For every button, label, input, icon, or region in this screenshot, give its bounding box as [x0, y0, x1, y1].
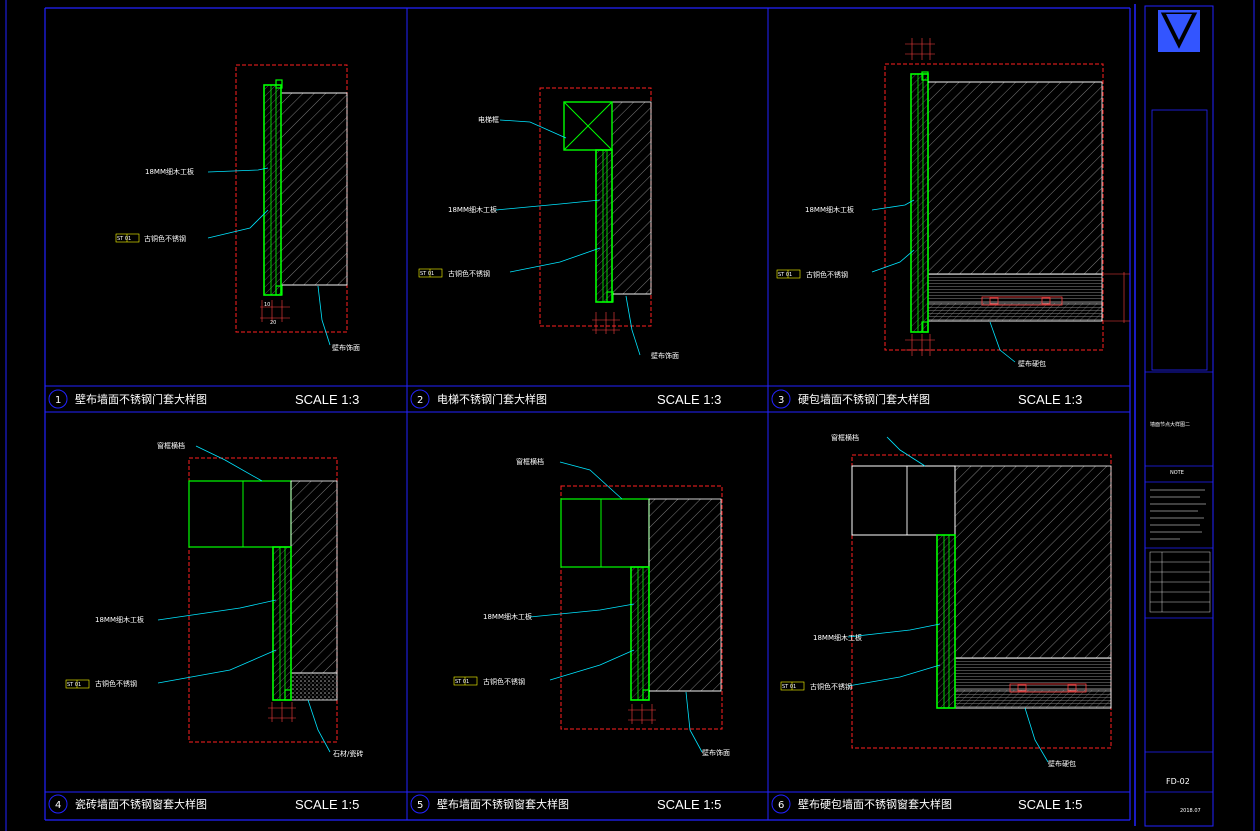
detail-scale: SCALE 1:3 [657, 392, 721, 407]
detail-number-circle [48, 389, 68, 409]
detail-number-circle [771, 389, 791, 409]
wood-board [936, 534, 956, 709]
detail-scale: SCALE 1:3 [295, 392, 359, 407]
wall-hatch [290, 480, 338, 674]
label-top: 窗框横档 [516, 457, 544, 466]
detail-scale: SCALE 1:3 [1018, 392, 1082, 407]
label-wall: 壁布硬包 [1018, 359, 1046, 368]
wall-hatch [611, 101, 652, 295]
detail-number-circle [410, 794, 430, 814]
steel-tag: ST 01 [117, 236, 131, 242]
detail-4: 窗框横档 18MM细木工板 ST 01 古铜色不锈钢 石材/瓷砖 [65, 441, 363, 758]
label-steel: 古铜色不锈钢 [144, 234, 186, 243]
detail-2: 电梯框 18MM细木工板 ST 01 古铜色不锈钢 壁布饰面 [418, 87, 679, 360]
label-wall: 壁布硬包 [1048, 759, 1076, 768]
label-wood: 18MM细木工板 [145, 167, 194, 176]
steel-tag: ST 01 [420, 271, 434, 277]
label-top: 窗框横档 [157, 441, 185, 450]
sheet-date: 2018.07 [1180, 808, 1201, 814]
section-outline [235, 64, 348, 333]
detail-number: 1 [55, 395, 61, 406]
drawing-number: FD-02 [1166, 777, 1190, 786]
window-frame [560, 498, 650, 568]
label-box: 电梯框 [478, 115, 499, 124]
panel-title-row: 5 壁布墙面不锈钢窗套大样图 SCALE 1:5 [410, 794, 721, 814]
detail-number-circle [771, 794, 791, 814]
window-frame [851, 465, 956, 536]
detail-number-circle [48, 794, 68, 814]
svg-text:10: 10 [264, 302, 270, 308]
panel-title-row: 4 瓷砖墙面不锈钢窗套大样图 SCALE 1:5 [48, 794, 359, 814]
label-top: 窗框横档 [831, 433, 859, 442]
detail-title: 硬包墙面不锈钢门套大样图 [798, 392, 930, 406]
detail-scale: SCALE 1:5 [295, 797, 359, 812]
steel-tag: ST 01 [778, 272, 792, 278]
label-wood: 18MM细木工板 [805, 205, 854, 214]
detail-3: 18MM细木工板 ST 01 古铜色不锈钢 壁布硬包 [776, 38, 1130, 368]
title-block: 墙面节点大样图二 NOTE FD-02 2018.07 [1144, 5, 1214, 827]
wall-hatch [927, 81, 1103, 275]
detail-number: 3 [778, 395, 784, 406]
steel-tag: ST 01 [782, 684, 796, 690]
detail-6: 窗框横档 18MM细木工板 ST 01 古铜色不锈钢 壁布硬包 [780, 433, 1112, 768]
note-heading: NOTE [1170, 470, 1184, 476]
section-outline [884, 63, 1104, 351]
label-wood: 18MM细木工板 [483, 612, 532, 621]
detail-number: 5 [417, 800, 423, 811]
steel-tag: ST 01 [67, 682, 81, 688]
label-steel: 古铜色不锈钢 [806, 270, 848, 279]
steel-tag: ST 01 [455, 679, 469, 685]
label-steel: 古铜色不锈钢 [95, 679, 137, 688]
label-wall: 壁布饰面 [651, 351, 679, 360]
window-frame [188, 480, 292, 548]
sheet-frame [5, 0, 1255, 831]
label-wood: 18MM细木工板 [448, 205, 497, 214]
wall-hatch [280, 92, 348, 286]
detail-title: 瓷砖墙面不锈钢窗套大样图 [75, 797, 207, 811]
detail-title: 壁布硬包墙面不锈钢窗套大样图 [798, 797, 952, 811]
panel-title-row: 1 壁布墙面不锈钢门套大样图 SCALE 1:3 [48, 389, 359, 409]
detail-scale: SCALE 1:5 [657, 797, 721, 812]
detail-5: 窗框横档 18MM细木工板 ST 01 古铜色不锈钢 壁布饰面 [453, 457, 730, 757]
section-outline [560, 485, 723, 730]
elevator-box [563, 101, 613, 151]
detail-number: 4 [55, 800, 61, 811]
detail-number: 2 [417, 395, 423, 406]
wood-board [910, 73, 929, 333]
label-wall: 壁布饰面 [332, 343, 360, 352]
wood-board [595, 149, 613, 303]
label-wall: 壁布饰面 [702, 748, 730, 757]
detail-title: 壁布墙面不锈钢窗套大样图 [437, 797, 569, 811]
wood-board [272, 546, 292, 701]
label-steel: 古铜色不锈钢 [448, 269, 490, 278]
detail-scale: SCALE 1:5 [1018, 797, 1082, 812]
wood-board [263, 84, 282, 296]
wall-hatch [648, 498, 722, 692]
svg-text:20: 20 [270, 320, 276, 326]
panel-title-row: 6 壁布硬包墙面不锈钢窗套大样图 SCALE 1:5 [771, 794, 1082, 814]
wall-hatch [954, 465, 1112, 659]
detail-title: 壁布墙面不锈钢门套大样图 [75, 392, 207, 406]
label-steel: 古铜色不锈钢 [810, 682, 852, 691]
wood-board [630, 566, 650, 701]
panel-title-row: 2 电梯不锈钢门套大样图 SCALE 1:3 [410, 389, 721, 409]
label-bottom: 石材/瓷砖 [333, 749, 363, 758]
label-wood: 18MM细木工板 [813, 633, 862, 642]
detail-title: 电梯不锈钢门套大样图 [437, 392, 547, 406]
label-steel: 古铜色不锈钢 [483, 677, 525, 686]
detail-number-circle [410, 389, 430, 409]
detail-number: 6 [778, 800, 784, 811]
stone-layer [290, 672, 338, 701]
detail-1: 10 20 18MM细木工板 ST 01 古铜色不锈钢 壁布饰面 [115, 64, 360, 352]
label-wood: 18MM细木工板 [95, 615, 144, 624]
sheet-label: 墙面节点大样图二 [1150, 421, 1190, 428]
panel-title-row: 3 硬包墙面不锈钢门套大样图 SCALE 1:3 [771, 389, 1082, 409]
